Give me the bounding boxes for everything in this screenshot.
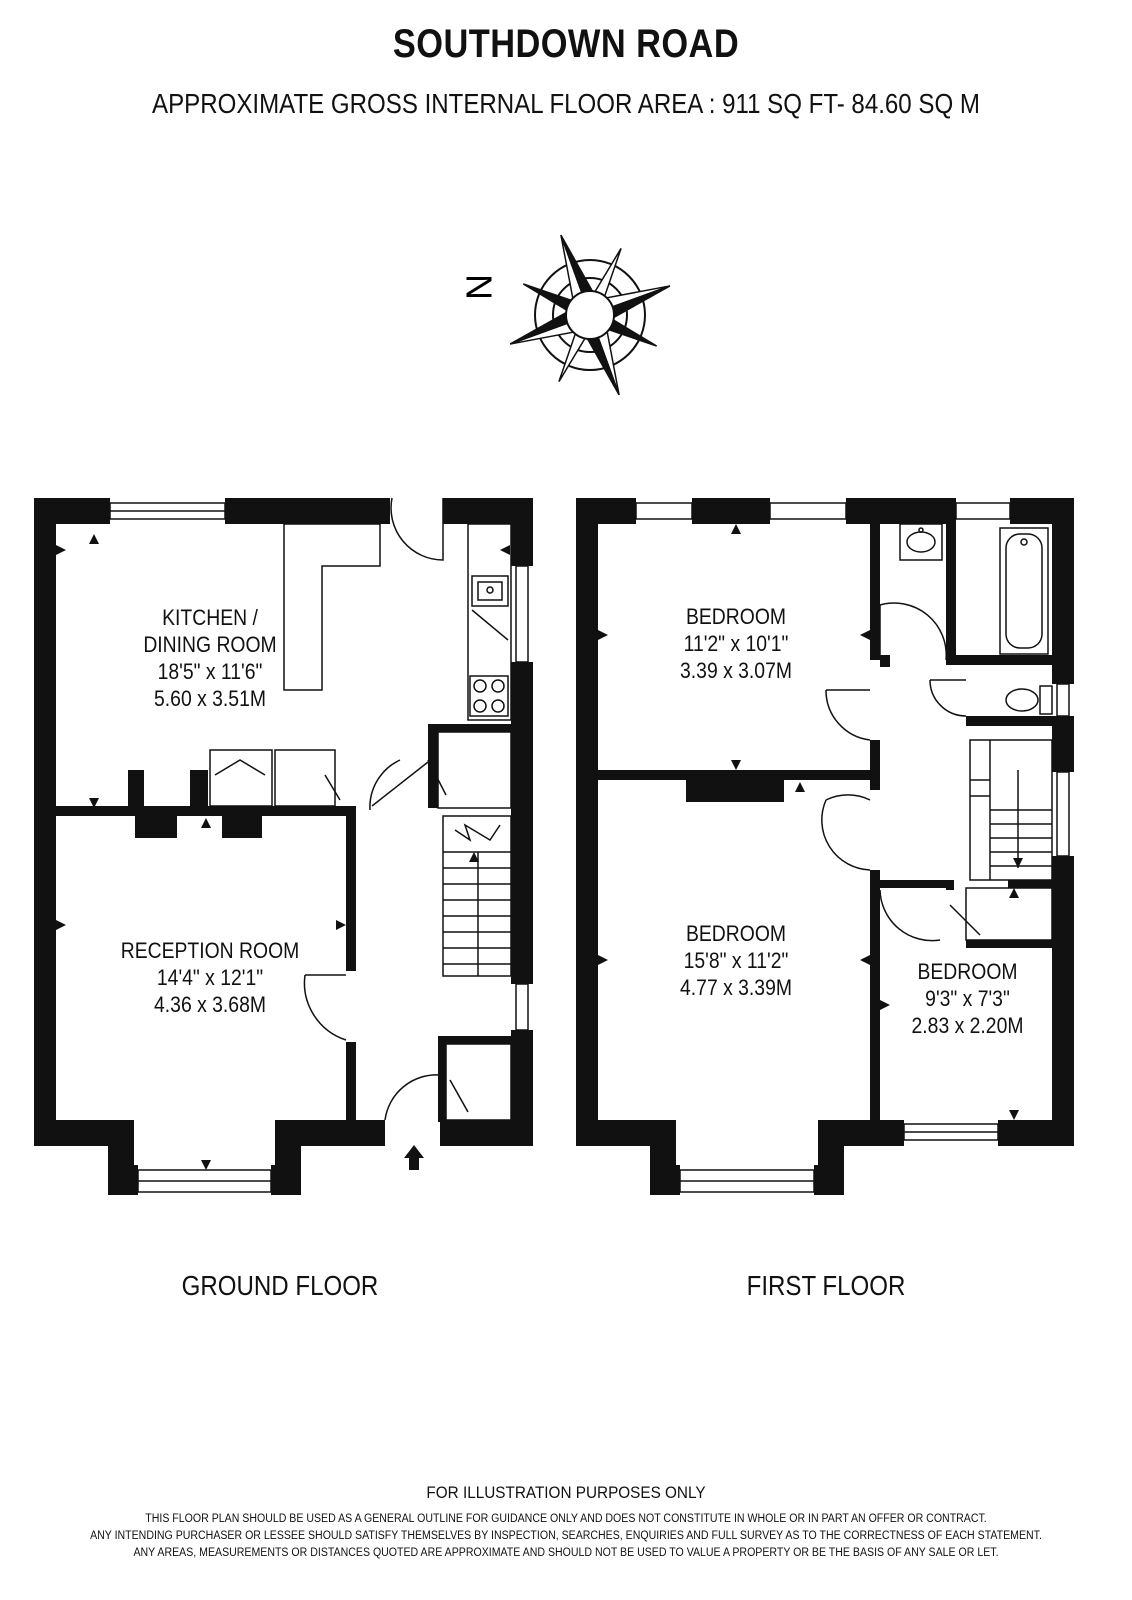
bedroom-3-label: BEDROOM 9'3" x 7'3" 2.83 x 2.20M bbox=[895, 958, 1040, 1039]
room-dimensions-metric: 4.36 x 3.68M bbox=[154, 992, 266, 1017]
reception-room-label: RECEPTION ROOM 14'4" x 12'1" 4.36 x 3.68… bbox=[109, 937, 311, 1018]
room-name: BEDROOM bbox=[685, 921, 787, 946]
ground-floor-label: GROUND FLOOR bbox=[181, 1270, 379, 1301]
room-dimensions-imperial: 14'4" x 12'1" bbox=[156, 965, 264, 990]
room-name: RECEPTION ROOM bbox=[120, 938, 300, 963]
bedroom-2-label: BEDROOM 15'8" x 11'2" 4.77 x 3.39M bbox=[648, 920, 824, 1001]
bedroom-1-label: BEDROOM 11'2" x 10'1" 3.39 x 3.07M bbox=[648, 603, 824, 684]
ground-floor-plan bbox=[34, 498, 533, 1195]
kitchen-dining-room-label: KITCHEN / DINING ROOM 18'5" x 11'6" 5.60… bbox=[122, 604, 298, 712]
room-name: KITCHEN / bbox=[162, 605, 258, 630]
ground-floor-fixtures bbox=[209, 497, 512, 1121]
room-name: DINING ROOM bbox=[143, 632, 277, 657]
first-floor-label: FIRST FLOOR bbox=[746, 1270, 906, 1301]
disclaimer-line: ANY INTENDING PURCHASER OR LESSEE SHOULD… bbox=[90, 1530, 1042, 1542]
ground-floor-dimension-arrows bbox=[56, 534, 510, 1170]
floor-area-subtitle: APPROXIMATE GROSS INTERNAL FLOOR AREA : … bbox=[152, 88, 980, 119]
disclaimer-title: FOR ILLUSTRATION PURPOSES ONLY bbox=[426, 1483, 706, 1502]
first-floor-plan bbox=[576, 498, 1074, 1195]
room-dimensions-metric: 4.77 x 3.39M bbox=[680, 975, 792, 1000]
room-dimensions-imperial: 15'8" x 11'2" bbox=[683, 948, 789, 973]
compass-icon bbox=[509, 234, 671, 396]
room-name: BEDROOM bbox=[685, 604, 787, 629]
room-dimensions-metric: 3.39 x 3.07M bbox=[680, 658, 792, 683]
room-dimensions-imperial: 11'2" x 10'1" bbox=[683, 631, 789, 656]
room-dimensions-metric: 2.83 x 2.20M bbox=[911, 1013, 1024, 1038]
room-dimensions-imperial: 18'5" x 11'6" bbox=[157, 659, 263, 684]
room-dimensions-imperial: 9'3" x 7'3" bbox=[925, 986, 1010, 1011]
page-title: SOUTHDOWN ROAD bbox=[392, 22, 740, 66]
first-floor-windows bbox=[635, 502, 1070, 1193]
first-floor-fixtures bbox=[821, 523, 1053, 942]
disclaimer-line: ANY AREAS, MEASUREMENTS OR DISTANCES QUO… bbox=[133, 1547, 999, 1559]
north-label: N bbox=[459, 274, 500, 300]
room-name: BEDROOM bbox=[917, 959, 1018, 984]
disclaimer-line: THIS FLOOR PLAN SHOULD BE USED AS A GENE… bbox=[145, 1513, 987, 1525]
ground-floor-windows bbox=[109, 502, 529, 1193]
room-dimensions-metric: 5.60 x 3.51M bbox=[154, 686, 266, 711]
first-floor-dimension-arrows bbox=[598, 524, 1023, 1120]
